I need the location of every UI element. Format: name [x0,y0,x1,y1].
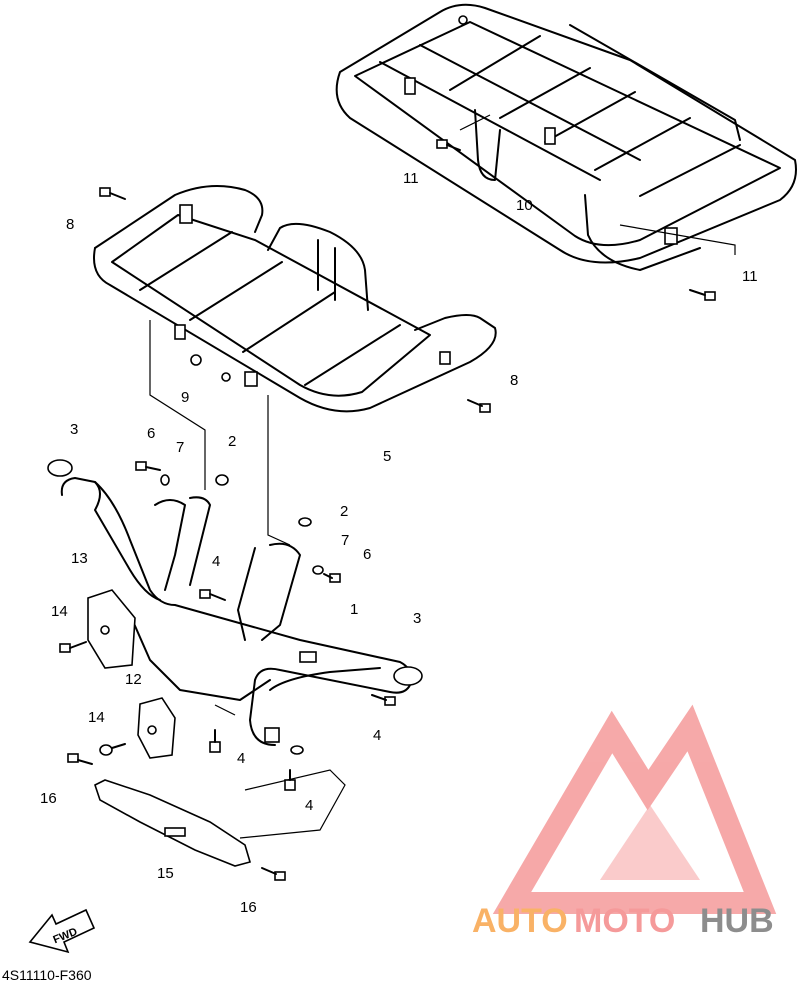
watermark-auto: AUTO [472,902,568,940]
side-brackets [87,589,176,759]
callout-12: 12 [125,671,142,688]
callout-16b: 16 [240,899,257,916]
callout-6b: 6 [363,546,371,563]
callout-14b: 14 [88,709,105,726]
rear-carrier [335,3,797,271]
callout-13: 13 [71,550,88,567]
callout-7a: 7 [176,439,184,456]
front-carrier [93,185,497,413]
callout-3b: 3 [413,610,421,627]
diagram-code: 4S11110-F360 [2,967,92,983]
callout-7b: 7 [341,532,349,549]
watermark-hub: HUB [700,902,774,940]
callout-6a: 6 [147,425,155,442]
callout-8a: 8 [66,216,74,233]
front-guard-frame [47,459,423,746]
callout-4c: 4 [237,750,245,767]
callout-4a: 4 [212,553,220,570]
callout-2b: 2 [340,503,348,520]
callout-11a: 11 [403,170,419,187]
callout-15: 15 [157,865,174,882]
callout-5: 5 [383,448,391,465]
callout-4d: 4 [305,797,313,814]
callout-3a: 3 [70,421,78,438]
callout-10: 10 [516,197,533,214]
fasteners [59,139,716,881]
callout-16a: 16 [40,790,57,807]
callout-14a: 14 [51,603,68,620]
callout-8b: 8 [510,372,518,389]
bottom-plate [94,779,251,867]
callout-1: 1 [350,601,358,618]
watermark-moto: MOTO [574,902,675,940]
callout-11b: 11 [742,268,758,285]
callouts: 1 2 2 3 3 4 4 4 4 5 6 6 7 7 8 8 9 10 11 … [40,170,758,916]
leader-lines [149,114,736,839]
watermark-logo [492,704,777,914]
callout-9: 9 [181,389,189,406]
callout-4b: 4 [373,727,381,744]
callout-2a: 2 [228,433,236,450]
fwd-arrow-icon: FWD [28,908,96,954]
